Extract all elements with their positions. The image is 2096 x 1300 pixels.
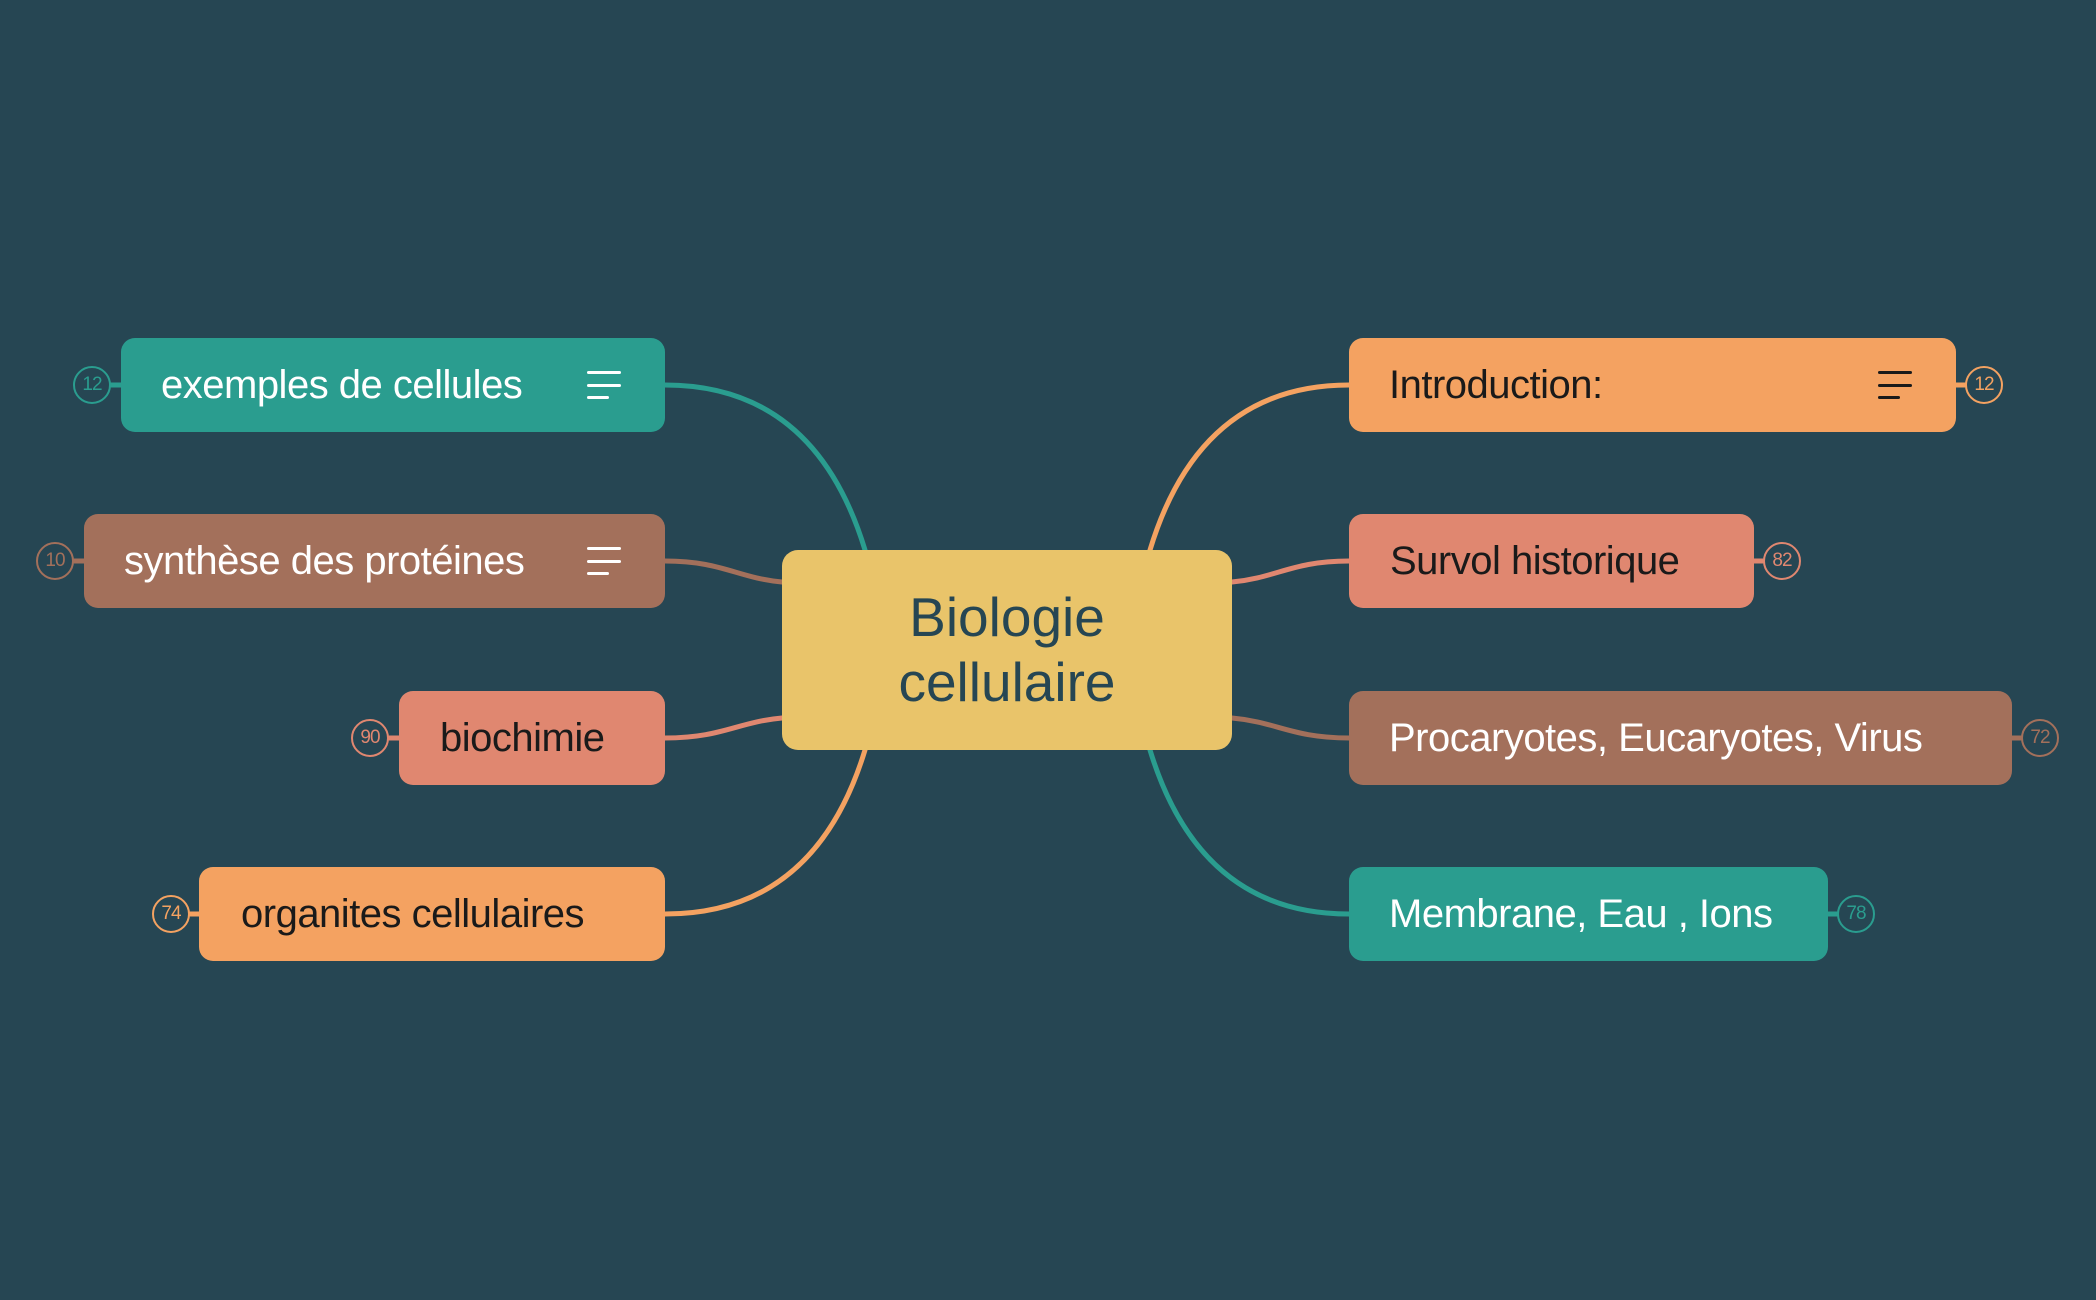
connector-line <box>1229 558 1352 585</box>
connector-line <box>1147 382 1352 553</box>
count-badge[interactable]: 12 <box>1965 366 2003 404</box>
notes-icon[interactable] <box>587 547 621 575</box>
count-badge[interactable]: 10 <box>36 542 74 580</box>
topic-label: biochimie <box>440 716 605 760</box>
count-badge[interactable]: 90 <box>351 719 389 757</box>
connector-line <box>662 715 785 741</box>
count-badge[interactable]: 74 <box>152 895 190 933</box>
topic-label: exemples de cellules <box>161 363 523 407</box>
topic-exemples-de-cellules[interactable]: exemples de cellules <box>121 338 665 432</box>
topic-biochimie[interactable]: biochimie <box>399 691 665 785</box>
topic-membrane-eau-ions[interactable]: Membrane, Eau , Ions <box>1349 867 1828 961</box>
topic-label: organites cellulaires <box>241 892 585 936</box>
count-badge[interactable]: 78 <box>1837 895 1875 933</box>
topic-introduction[interactable]: Introduction: <box>1349 338 1956 432</box>
topic-synthese-des-proteines[interactable]: synthèse des protéines <box>84 514 665 608</box>
topic-label: Survol historique <box>1390 539 1680 583</box>
connector-line <box>662 558 785 585</box>
topic-survol-historique[interactable]: Survol historique <box>1349 514 1754 608</box>
notes-icon[interactable] <box>587 371 621 399</box>
topic-label: synthèse des protéines <box>124 539 525 583</box>
topic-organites-cellulaires[interactable]: organites cellulaires <box>199 867 665 961</box>
count-badge[interactable]: 12 <box>73 366 111 404</box>
connector-line <box>662 747 868 917</box>
connector-line <box>1229 715 1352 741</box>
root-topic[interactable]: Biologie cellulaire <box>782 550 1232 750</box>
count-badge[interactable]: 82 <box>1763 542 1801 580</box>
topic-label: Introduction: <box>1389 363 1603 407</box>
connector-line <box>662 382 868 553</box>
connector-line <box>1147 747 1352 917</box>
notes-icon[interactable] <box>1878 371 1912 399</box>
topic-label: Membrane, Eau , Ions <box>1389 892 1773 936</box>
count-badge[interactable]: 72 <box>2021 719 2059 757</box>
topic-procaryotes-eucaryotes-virus[interactable]: Procaryotes, Eucaryotes, Virus <box>1349 691 2012 785</box>
topic-label: Procaryotes, Eucaryotes, Virus <box>1389 716 1923 760</box>
